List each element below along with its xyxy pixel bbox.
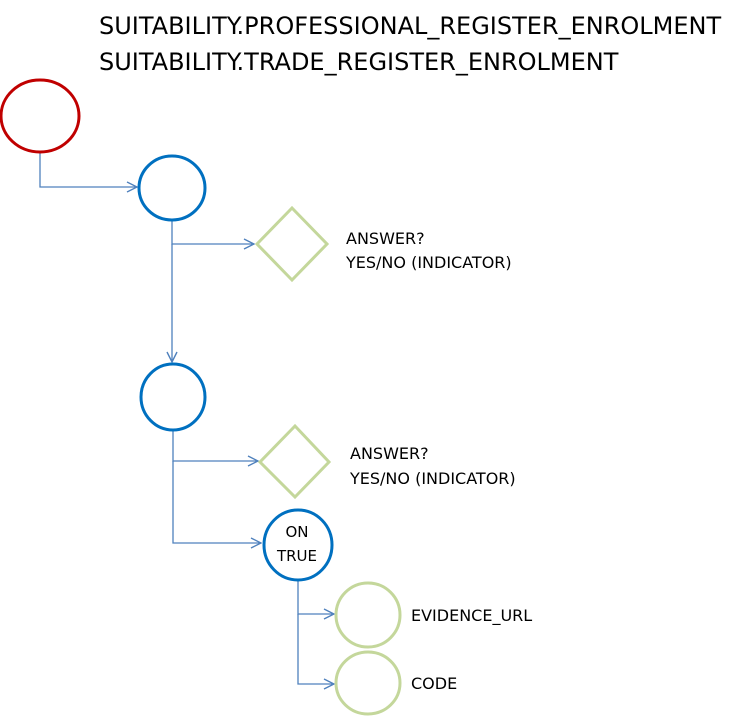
answer-1-label-line-2: YES/NO (INDICATOR) (345, 253, 512, 272)
node-1 (137, 154, 207, 222)
answer-1-diamond (254, 205, 330, 283)
on-true-label-line-1: ON (285, 523, 308, 541)
edge-on-true-to-code (297, 614, 334, 684)
root-node (0, 78, 81, 154)
code-node (334, 650, 402, 716)
node-2 (139, 362, 207, 432)
answer-2-label-line-1: ANSWER? (350, 444, 429, 463)
edge-node-1-to-answer-1 (171, 220, 254, 244)
evidence-url-label: EVIDENCE_URL (411, 606, 532, 626)
edges (39, 152, 334, 684)
answer-1-label-line-1: ANSWER? (346, 229, 425, 248)
edge-root-to-node-1 (39, 152, 137, 187)
answer-2-diamond (257, 423, 332, 500)
evidence-url-node (334, 581, 402, 649)
title-line-2: SUITABILITY.TRADE_REGISTER_ENROLMENT (99, 48, 619, 76)
code-label: CODE (411, 674, 457, 693)
edge-node-2-to-answer-2 (172, 430, 258, 461)
edge-node-2-to-on-true (172, 461, 261, 543)
on-true-label-line-2: TRUE (276, 547, 317, 565)
on-true-node (262, 508, 334, 582)
edge-on-true-to-evidence-url (297, 580, 334, 614)
title-line-1: SUITABILITY.PROFESSIONAL_REGISTER_ENROLM… (99, 12, 721, 40)
answer-2-label-line-2: YES/NO (INDICATOR) (349, 469, 516, 488)
